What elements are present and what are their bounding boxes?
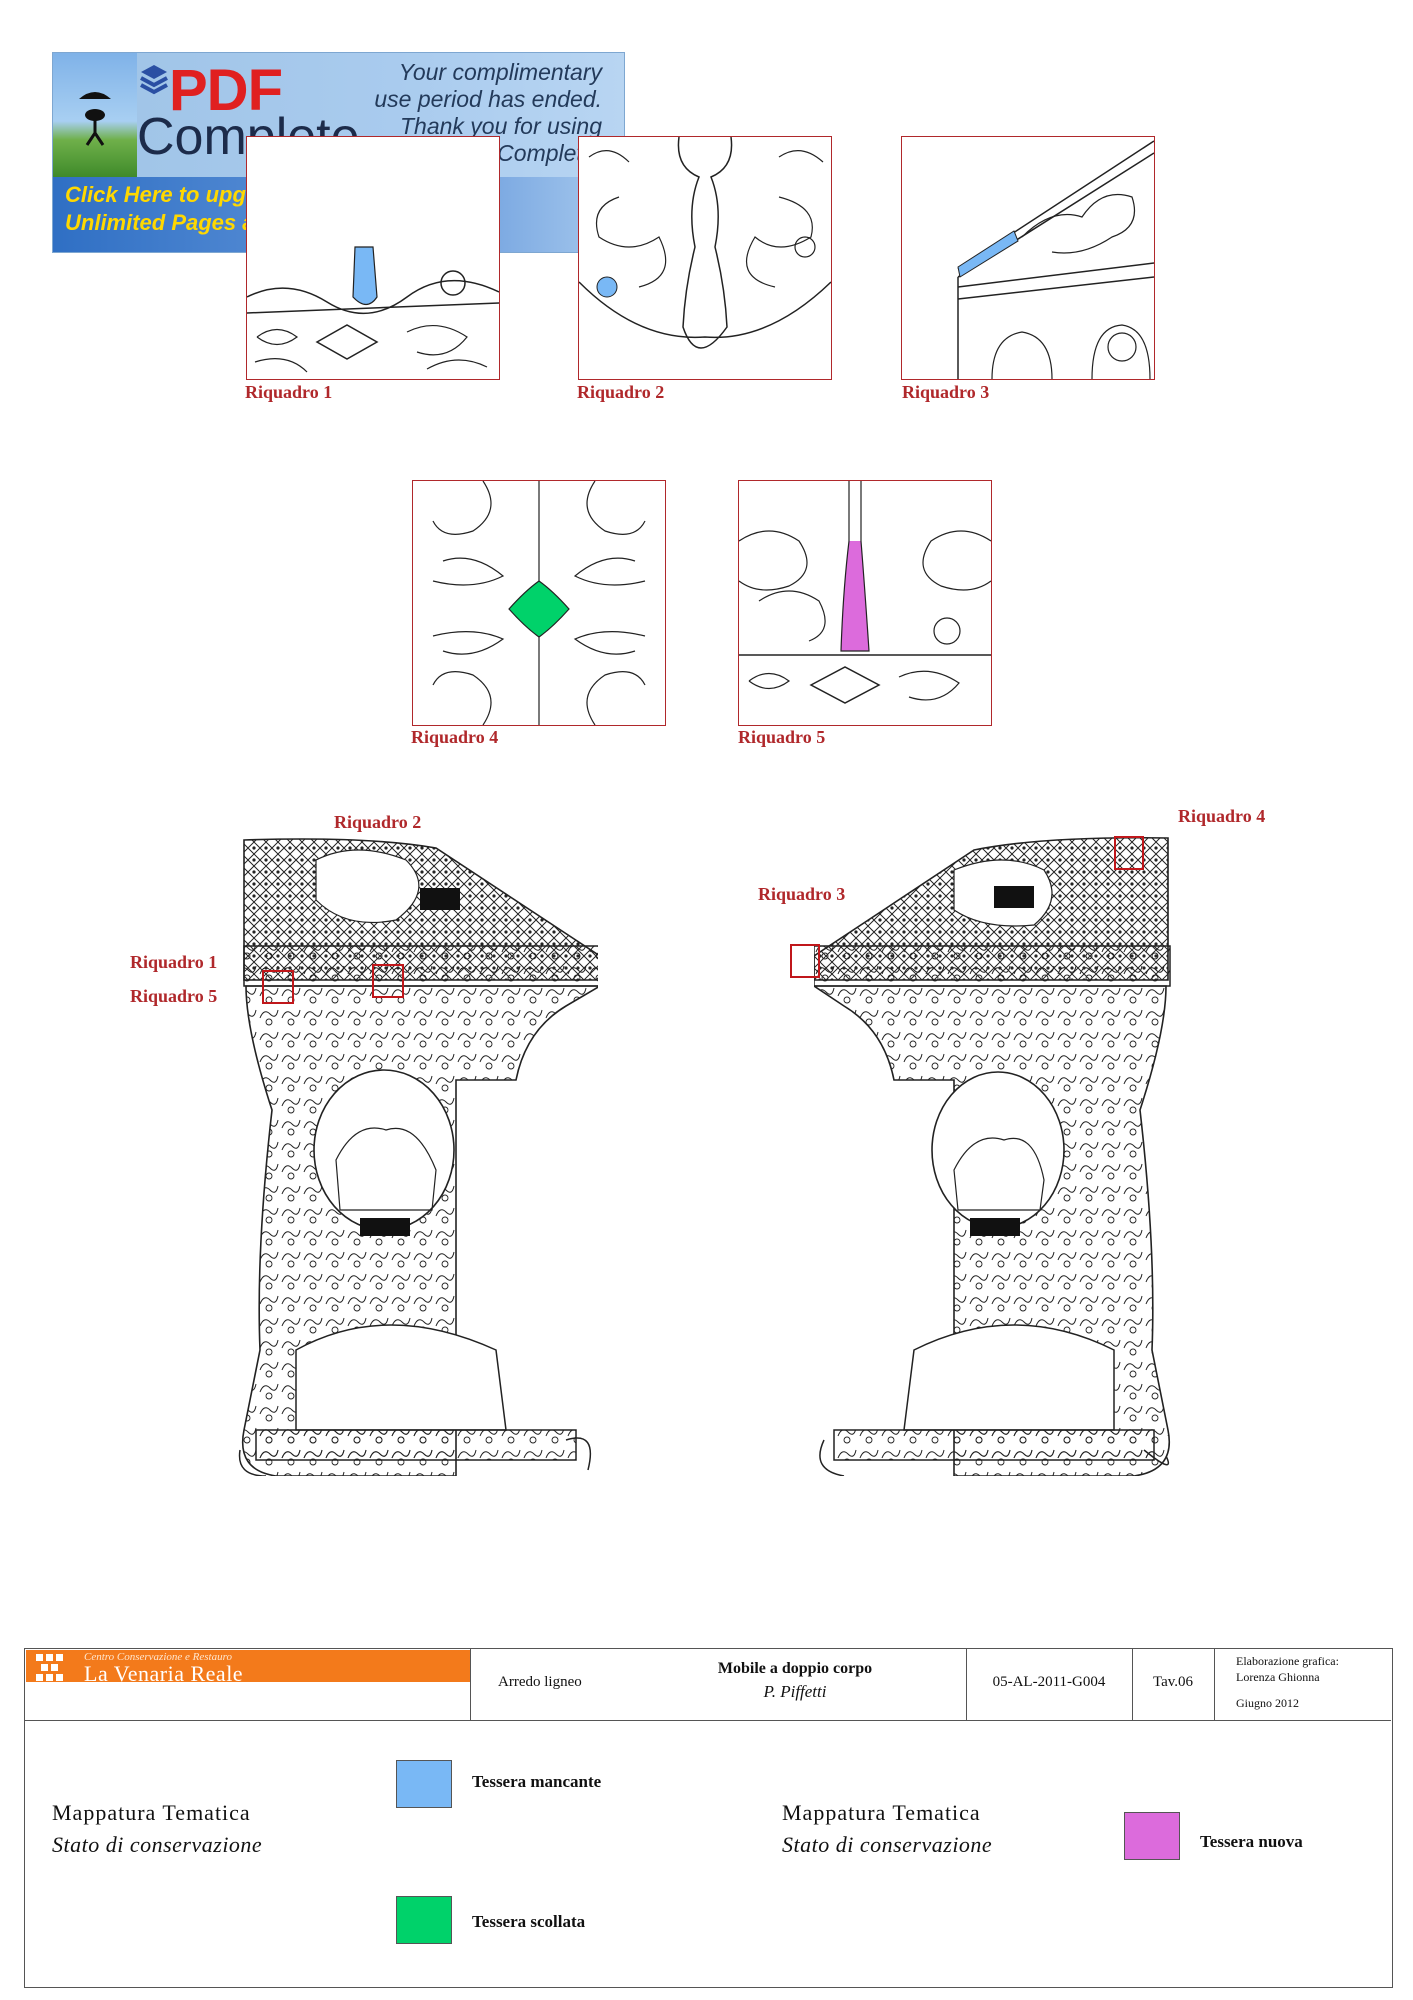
detail-frame-5 <box>738 480 992 726</box>
detail-frame-3 <box>901 136 1155 380</box>
venaria-reale-logo: Centro Conservazione e Restauro La Venar… <box>26 1650 470 1686</box>
credit-name: Lorenza Ghionna <box>1236 1670 1320 1684</box>
category: Arredo ligneo <box>498 1674 582 1690</box>
author: P. Piffetti <box>763 1682 827 1701</box>
legend-label-new-tile: Tessera nuova <box>1200 1832 1303 1851</box>
detail-frame-4 <box>412 480 666 726</box>
frame-1-label: Riquadro 1 <box>245 382 333 402</box>
cabinet-drawing-right <box>811 830 1176 1477</box>
divider <box>1132 1648 1133 1720</box>
logo-grid-icon <box>36 1654 63 1681</box>
detail-frame-1 <box>246 136 500 380</box>
marker-label-4: Riquadro 4 <box>1178 806 1266 826</box>
divider <box>966 1648 967 1720</box>
org-subtitle: Centro Conservazione e Restauro <box>84 1651 232 1663</box>
divider <box>470 1648 471 1720</box>
swatch-new-tile <box>1124 1812 1180 1860</box>
frame-2-label: Riquadro 2 <box>577 382 665 402</box>
table-number: Tav.06 <box>1152 1674 1194 1690</box>
frame-5-label: Riquadro 5 <box>738 727 826 747</box>
credit-label: Elaborazione grafica: <box>1236 1654 1339 1668</box>
marker-label-3: Riquadro 3 <box>758 884 846 904</box>
banner-message: Your complimentary use period has ended.… <box>374 59 602 166</box>
object-title: Mobile a doppio corpo <box>717 1660 873 1677</box>
legend-heading-left: Mappatura Tematica <box>52 1800 251 1825</box>
marker-label-2: Riquadro 2 <box>334 812 422 832</box>
date: Giugno 2012 <box>1236 1696 1299 1710</box>
frame-3-label: Riquadro 3 <box>902 382 990 402</box>
legend-label-missing-tile: Tessera mancante <box>472 1772 602 1791</box>
legend-label-detached-tile: Tessera scollata <box>472 1912 586 1931</box>
marker-frame-2[interactable] <box>372 964 404 998</box>
legend-subheading-right: Stato di conservazione <box>782 1832 993 1857</box>
detail-frame-2 <box>578 136 832 380</box>
legend-subheading-left: Stato di conservazione <box>52 1832 263 1857</box>
title-block-header-row <box>24 1648 1391 1721</box>
marker-frame-3[interactable] <box>790 944 820 978</box>
marker-label-1: Riquadro 1 <box>130 952 218 972</box>
marker-label-5: Riquadro 5 <box>130 986 218 1006</box>
divider <box>1214 1648 1215 1720</box>
frame-4-label: Riquadro 4 <box>411 727 499 747</box>
drawing-code: 05-AL-2011-G004 <box>992 1674 1106 1690</box>
banner-photo <box>53 53 137 177</box>
org-name: La Venaria Reale <box>84 1661 244 1686</box>
swatch-missing-tile <box>396 1760 452 1808</box>
marker-frame-4[interactable] <box>1114 836 1144 870</box>
pdf-logo-text: PDF <box>169 58 283 123</box>
pdf-logo-icon <box>139 63 169 103</box>
title-block <box>24 1648 1393 1988</box>
legend-heading-right: Mappatura Tematica <box>782 1800 981 1825</box>
swatch-detached-tile <box>396 1896 452 1944</box>
cabinet-drawing-left <box>236 830 603 1477</box>
marker-frame-1-5[interactable] <box>262 970 294 1004</box>
